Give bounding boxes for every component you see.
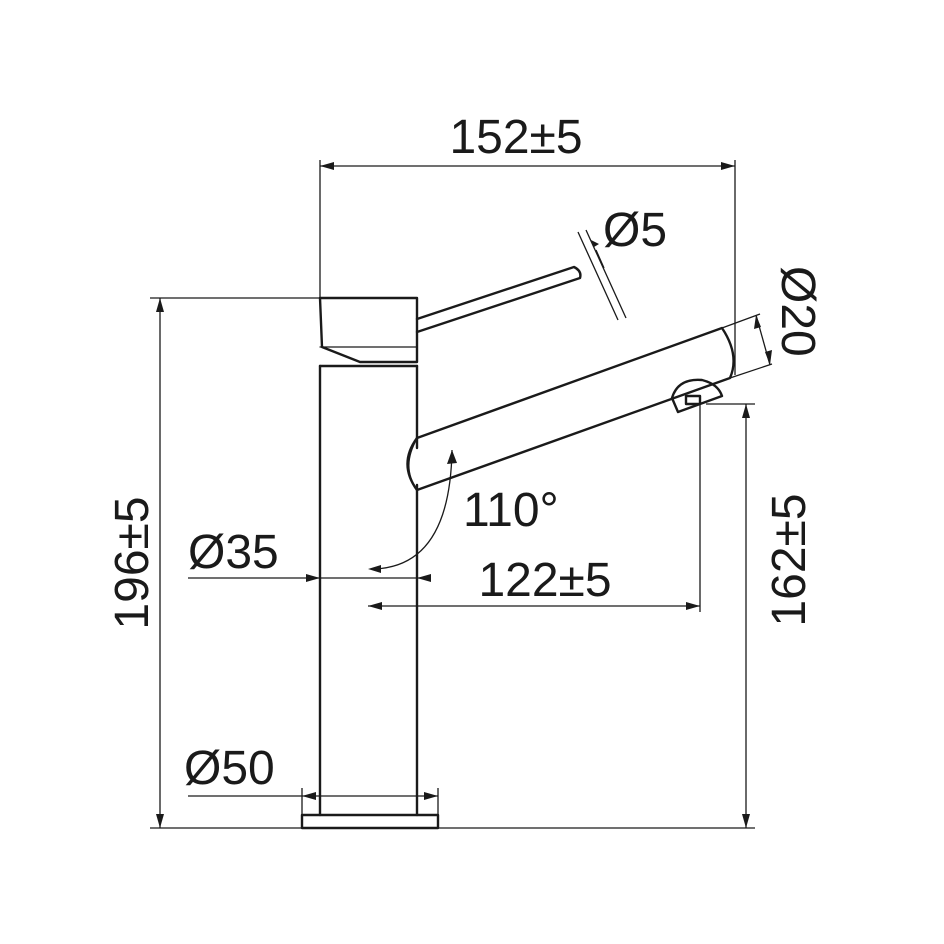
lever-handle — [415, 265, 582, 334]
label-lever-diameter: Ø5 — [603, 204, 667, 257]
label-spout-diameter: Ø20 — [771, 266, 824, 357]
label-base-diameter: Ø50 — [184, 742, 275, 795]
label-rotation-angle: 110° — [463, 484, 559, 537]
faucet-outline — [300, 265, 735, 830]
dimension-labels: 152±5 Ø5 Ø20 110° Ø35 122±5 196±5 162±5 … — [106, 111, 824, 795]
base-plate — [300, 813, 440, 830]
mixer-head — [318, 296, 419, 364]
aerator-tip — [684, 394, 702, 406]
label-overall-height: 196±5 — [106, 496, 159, 629]
spout-bore-curve — [407, 437, 418, 491]
label-spout-height: 162±5 — [763, 493, 816, 626]
label-overall-width: 152±5 — [449, 111, 582, 164]
aerator — [670, 378, 724, 414]
label-spout-reach: 122±5 — [478, 554, 611, 607]
label-body-diameter: Ø35 — [188, 526, 279, 579]
dimension-lines — [150, 160, 773, 829]
